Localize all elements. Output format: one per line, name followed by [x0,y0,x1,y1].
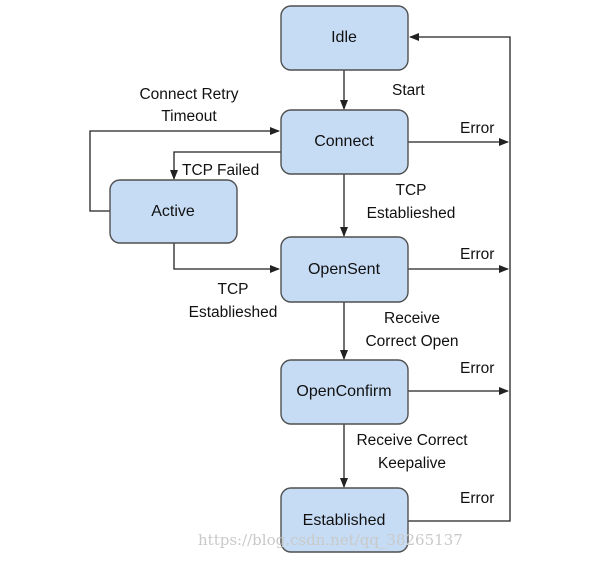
label-tcp-established-b-2: Establieshed [189,304,278,321]
label-receive-keepalive-1: Receive Correct [356,432,468,449]
label-tcp-failed: TCP Failed [182,162,259,179]
label-receive-keepalive-2: Keepalive [378,455,446,472]
state-idle: Idle [280,5,409,71]
label-receive-open-1: Receive [384,310,440,327]
watermark: https://blog.csdn.net/qq_38265137 [198,531,463,549]
label-start: Start [392,82,425,99]
edge-connect-active [170,151,281,180]
state-active: Active [109,179,238,244]
label-error-opensent: Error [460,246,494,263]
label-receive-open-2: Correct Open [365,333,458,350]
state-established-label: Established [303,512,386,529]
state-openconfirm-label: OpenConfirm [296,383,391,400]
state-connect-label: Connect [314,133,374,150]
edge-error-return [408,33,511,522]
label-error-connect: Error [460,120,494,137]
label-connect-retry-2: Timeout [161,108,217,125]
edge-active-connect [89,127,280,212]
label-connect-retry-1: Connect Retry [139,86,238,103]
label-error-established: Error [460,490,494,507]
state-active-label: Active [151,203,195,220]
state-established: Established [280,487,409,553]
state-opensent-label: OpenSent [308,261,381,278]
state-openconfirm: OpenConfirm [280,359,409,425]
label-error-openconfirm: Error [460,360,494,377]
label-tcp-established-a-2: Establieshed [367,205,456,222]
edge-active-opensent [173,243,280,273]
edges [89,33,511,522]
state-connect: Connect [280,109,409,175]
label-tcp-established-a-1: TCP [396,182,427,199]
state-idle-label: Idle [331,29,357,46]
label-tcp-established-b-1: TCP [218,281,249,298]
state-opensent: OpenSent [280,236,409,303]
